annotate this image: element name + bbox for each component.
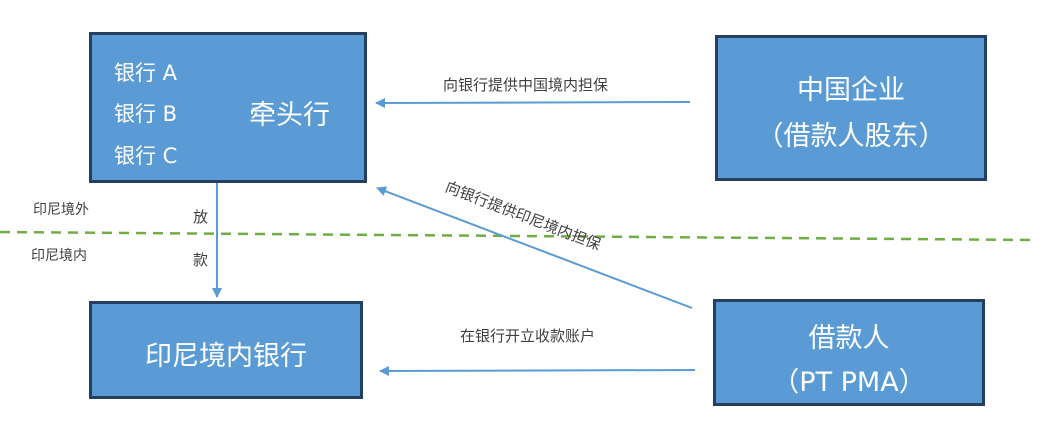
borrower-box: 借款人 （PT PMA） <box>713 299 985 406</box>
label-loan-1: 放 <box>193 208 209 226</box>
arrow-indonesia-guarantee <box>376 186 693 309</box>
lead-bank-label: 牵头行 <box>249 100 330 131</box>
chinese-company-subtitle: （借款人股东） <box>756 121 946 152</box>
indonesian-bank-label: 印尼境内银行 <box>145 341 307 372</box>
borrower-title: 借款人 <box>808 323 890 354</box>
indonesian-bank-box: 印尼境内银行 <box>89 301 363 399</box>
borrower-subtitle: （PT PMA） <box>772 367 926 398</box>
label-china-guarantee: 向银行提供中国境内担保 <box>443 76 609 94</box>
chinese-company-box: 中国企业 （借款人股东） <box>715 35 987 181</box>
arrow-open-account <box>379 365 696 376</box>
label-loan-2: 款 <box>193 251 209 269</box>
syndicate-box: 银行 A 银行 B 银行 C 牵头行 <box>89 32 367 183</box>
chinese-company-title: 中国企业 <box>797 75 905 106</box>
label-open-account: 在银行开立收款账户 <box>460 327 596 345</box>
bank-b-label: 银行 B <box>114 102 178 126</box>
bank-c-label: 银行 C <box>114 144 178 168</box>
region-inside-label: 印尼境内 <box>31 248 87 264</box>
region-outside-label: 印尼境外 <box>33 202 89 218</box>
bank-a-label: 银行 A <box>114 61 178 85</box>
border-divider-line <box>0 230 1036 242</box>
arrow-china-guarantee <box>375 97 691 108</box>
